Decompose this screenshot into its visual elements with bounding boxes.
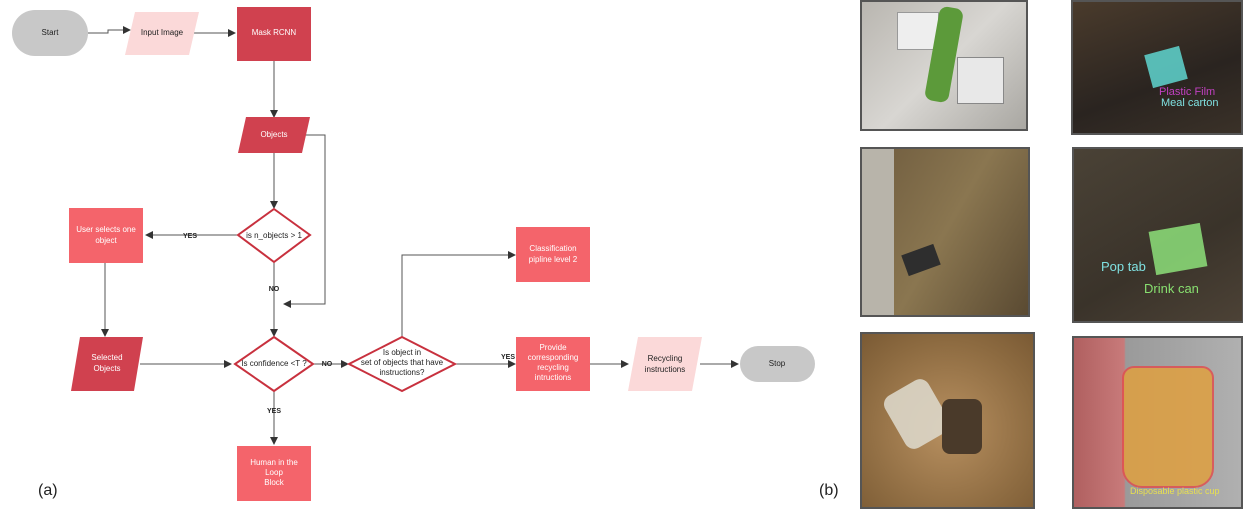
can-mask-shape bbox=[1148, 222, 1208, 276]
edge-label-yes: YES bbox=[501, 354, 515, 361]
provide-line3: recycling bbox=[537, 363, 569, 372]
classification-line1: Classification bbox=[529, 244, 576, 253]
stop-label: Stop bbox=[769, 359, 786, 368]
instructions-set-decision: Is object in set of objects that have in… bbox=[346, 335, 458, 393]
set-line3: instructions? bbox=[380, 368, 425, 377]
meal-carton-caption-2: Meal carton bbox=[1161, 97, 1219, 109]
selected-objects-line1: Selected bbox=[91, 353, 122, 362]
objects-label: Objects bbox=[260, 130, 287, 139]
input-image-node: Input Image bbox=[125, 12, 199, 55]
user-selects-line1: User selects one bbox=[76, 225, 136, 234]
start-label: Start bbox=[42, 28, 60, 37]
flowchart-edges bbox=[88, 26, 739, 445]
photo-plastic-cups bbox=[860, 332, 1035, 509]
human-loop-node: Human in the Loop Block bbox=[237, 446, 311, 501]
human-loop-line1: Human in the bbox=[250, 458, 298, 467]
set-line1: Is object in bbox=[383, 348, 421, 357]
cup-mask-shape bbox=[1122, 366, 1214, 488]
edge-set-classification bbox=[401, 251, 516, 337]
edge-label-yes: YES bbox=[267, 408, 281, 415]
human-loop-line3: Block bbox=[264, 478, 285, 487]
flowchart-diagram: YES NO NO YES YES Start Input Image Mask… bbox=[12, 7, 815, 501]
confidence-label: Is confidence <T ? bbox=[241, 359, 307, 368]
curb-shape bbox=[862, 149, 894, 315]
photo-can-in-grass bbox=[860, 147, 1030, 317]
n-objects-label: is n_objects > 1 bbox=[246, 231, 302, 240]
start-node: Start bbox=[12, 10, 88, 56]
recycling-line1: Recycling bbox=[648, 354, 683, 363]
stop-node: Stop bbox=[740, 346, 815, 382]
photo-drink-can: Pop tab Drink can bbox=[1072, 147, 1243, 323]
provide-line2: corresponding bbox=[528, 353, 579, 362]
confidence-decision: Is confidence <T ? bbox=[233, 335, 315, 393]
cup-caption: Disposable plastic cup bbox=[1130, 486, 1220, 496]
provide-line4: intructions bbox=[535, 373, 571, 382]
recycling-instructions-node: Recycling instructions bbox=[628, 337, 702, 391]
photo-meal-carton: Plastic Film Meal carton bbox=[1071, 0, 1243, 135]
panel-label-b: (b) bbox=[819, 482, 839, 499]
n-objects-decision: is n_objects > 1 bbox=[236, 207, 312, 264]
edge-label-no: NO bbox=[322, 361, 333, 368]
mask-rcnn-label: Mask RCNN bbox=[252, 28, 297, 37]
mask-rcnn-node: Mask RCNN bbox=[237, 7, 311, 61]
edge-start-input bbox=[88, 26, 131, 34]
pop-tab-caption: Pop tab bbox=[1101, 259, 1146, 274]
selected-objects-line2: Objects bbox=[93, 364, 120, 373]
set-line2: set of objects that have bbox=[361, 358, 444, 367]
edge-objects-bypass bbox=[283, 134, 326, 308]
carton-mask-shape bbox=[1144, 45, 1188, 89]
photo-trash-items bbox=[860, 0, 1028, 131]
human-loop-line2: Loop bbox=[265, 468, 283, 477]
crumpled-paper-shape bbox=[897, 12, 939, 50]
meal-carton-caption-1: Plastic Film bbox=[1159, 86, 1216, 98]
objects-node: Objects bbox=[238, 117, 310, 153]
cup-shape-2 bbox=[942, 399, 982, 454]
input-image-label: Input Image bbox=[141, 28, 184, 37]
edge-label-yes: YES bbox=[183, 233, 197, 240]
wrapper-shape bbox=[957, 57, 1004, 104]
can-shape bbox=[901, 243, 941, 277]
panel-label-a: (a) bbox=[38, 482, 58, 499]
user-selects-line2: object bbox=[95, 236, 117, 245]
classification-node: Classification pipline level 2 bbox=[516, 227, 590, 282]
provide-instructions-node: Provide corresponding recycling intructi… bbox=[516, 337, 590, 391]
selected-objects-node: Selected Objects bbox=[71, 337, 143, 391]
user-selects-node: User selects one object bbox=[69, 208, 143, 263]
drink-can-caption: Drink can bbox=[1144, 281, 1199, 296]
edge-label-no: NO bbox=[269, 286, 280, 293]
provide-line1: Provide bbox=[539, 343, 567, 352]
recycling-line2: instructions bbox=[645, 365, 685, 374]
photo-disposable-cup: Disposable plastic cup bbox=[1072, 336, 1243, 509]
classification-line2: pipline level 2 bbox=[529, 255, 578, 264]
